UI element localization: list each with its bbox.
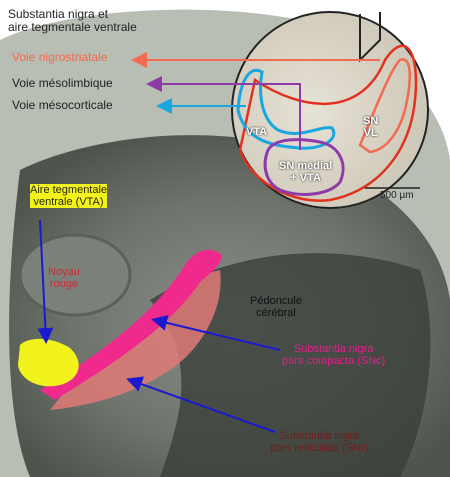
sn-vl-outline <box>358 58 411 154</box>
figure-title: Substantia nigra et aire tegmentale vent… <box>8 7 137 35</box>
snr-arrow <box>126 376 276 433</box>
peduncle-dark <box>150 253 431 477</box>
red-nucleus-label: Noyau rouge <box>48 266 80 290</box>
snc-label: Substantia nigra pars compacta (SNc) <box>282 343 385 367</box>
mesolimbic-arrow <box>146 76 301 150</box>
snc-label-line-1: Substantia nigra <box>293 343 374 355</box>
snc-label-line-2: pars compacta (SNc) <box>282 355 386 368</box>
mesolimbic-label: Voie mésolimbique <box>12 76 113 90</box>
nigrostriatal-outline <box>238 44 418 202</box>
snr-label-line-1: Substantia nigra <box>279 430 359 442</box>
peduncle-line-1: Pédoncule <box>250 295 302 307</box>
nigrostriatal-label: Voie nigrostriatale <box>12 50 108 64</box>
snr-label: Substantia nigra pars reticulata (SNr) <box>270 430 368 454</box>
red-nucleus-area <box>18 233 132 317</box>
inset-sn-vl-label: SN VL <box>363 115 378 139</box>
red-nucleus-line-1: Noyau <box>48 266 80 278</box>
mesocortical-outline <box>236 68 336 150</box>
vta-label-line-1: Aire tegmentale <box>30 184 108 196</box>
vta-region <box>18 338 79 387</box>
scale-bar-label: 500 µm <box>380 190 414 201</box>
peduncle-label: Pédoncule cérébral <box>250 295 302 319</box>
inset-sn-medial-line-2: + VTA <box>290 172 321 185</box>
mesolimbic-outline <box>263 138 345 196</box>
inset-sn-vl-line-1: SN <box>363 115 379 127</box>
peduncle-line-2: cérébral <box>256 307 296 320</box>
inset-cut <box>359 12 381 63</box>
figure-title-line-2: aire tegmentale ventrale <box>8 20 137 35</box>
inset-sn-medial-label: SN médial + VTA <box>279 160 332 184</box>
red-nucleus-line-2: rouge <box>49 278 78 291</box>
mesocortical-label: Voie mésocorticale <box>12 98 113 112</box>
figure-title-line-1: Substantia nigra et <box>8 7 109 21</box>
inset-sn-medial-line-1: SN médial <box>279 160 333 172</box>
mesocortical-arrow <box>156 98 246 114</box>
vta-label: Aire tegmentale ventrale (VTA) <box>30 184 108 209</box>
vta-label-line-2: ventrale (VTA) <box>33 196 104 209</box>
snc-arrow <box>151 315 281 351</box>
vta-arrow <box>37 219 54 344</box>
inset-sn-vl-line-2: VL <box>363 127 378 140</box>
snr-label-line-2: pars reticulata (SNr) <box>270 442 369 455</box>
inset-vta-label: VTA <box>246 126 268 138</box>
snc-region <box>40 249 222 400</box>
